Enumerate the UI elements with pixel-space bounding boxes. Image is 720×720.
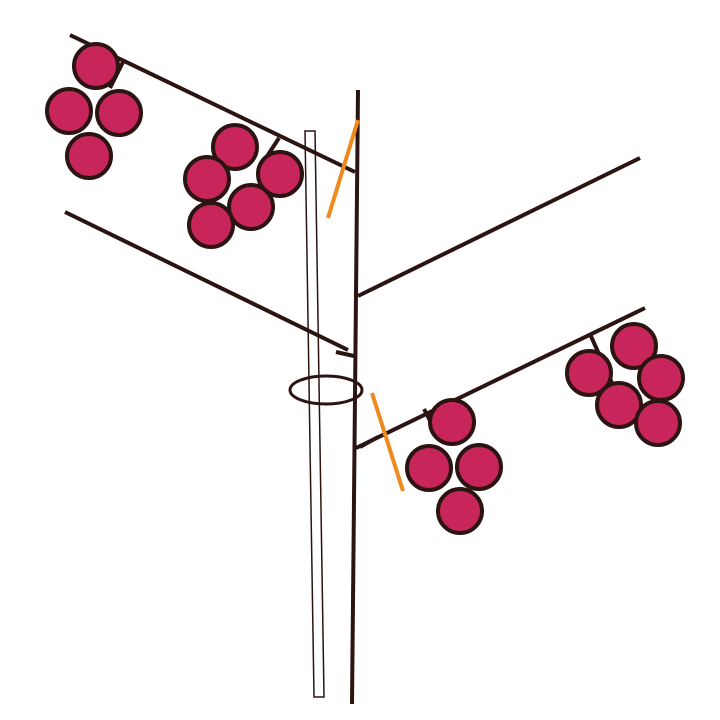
berry — [595, 381, 643, 429]
branch-middle-left — [64, 210, 349, 352]
berry — [610, 322, 658, 370]
tie-loop — [288, 374, 364, 406]
cut-mark-lower — [370, 392, 405, 492]
berry — [72, 42, 120, 90]
branches — [64, 33, 646, 450]
berry — [455, 443, 503, 491]
berry — [65, 132, 113, 180]
berry — [187, 201, 235, 249]
berry — [436, 487, 484, 535]
berry — [95, 89, 143, 137]
branch-middle-left-tip — [335, 350, 355, 358]
fruit-cluster-left-inner — [183, 123, 304, 249]
fruit-cluster-lower-middle — [405, 398, 503, 535]
berry — [634, 399, 682, 447]
berry — [428, 398, 476, 446]
cut-mark-upper — [326, 119, 360, 219]
berry — [183, 155, 231, 203]
support-stake — [304, 130, 325, 698]
berry — [405, 444, 453, 492]
fruit-cluster-top-left — [45, 42, 143, 180]
branch-lower-right — [355, 306, 646, 450]
fruit-cluster-right — [565, 322, 685, 447]
branch-lower-right-tip — [359, 435, 379, 449]
branch-upper-right — [357, 156, 641, 298]
berry — [256, 150, 304, 198]
berry — [211, 123, 259, 171]
berry — [637, 354, 685, 402]
berry — [227, 183, 275, 231]
berry — [565, 349, 613, 397]
berry — [45, 87, 93, 135]
